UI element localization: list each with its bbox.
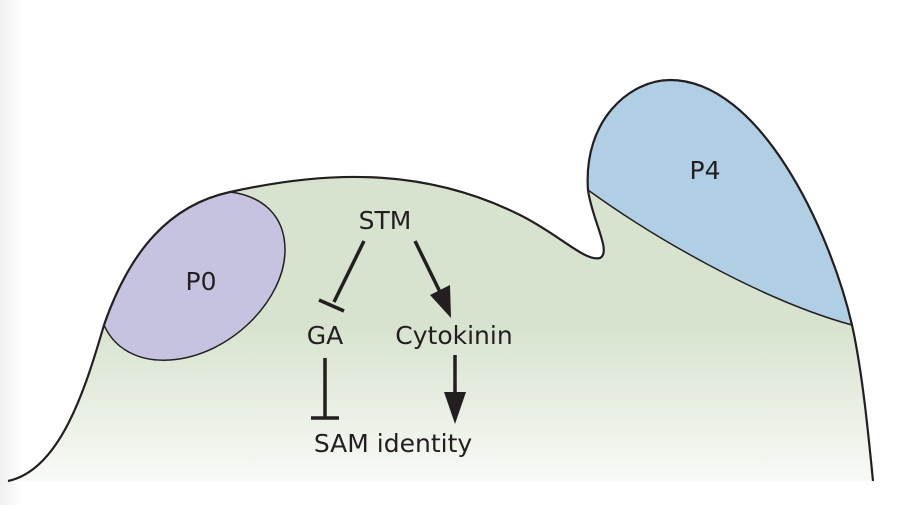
stm-label: STM — [359, 206, 412, 235]
p0-label: P0 — [186, 267, 217, 296]
edge-cytokinin-activates-sam-identity — [444, 355, 466, 424]
edge-stm-inhibits-ga — [318, 240, 366, 313]
page-edge-shadow — [0, 0, 22, 505]
arrowhead-icon — [430, 285, 451, 318]
p4-label: P4 — [690, 156, 721, 185]
ga-label: GA — [307, 321, 343, 350]
edge-ga-inhibits-sam-identity — [311, 358, 339, 420]
arrowhead-icon — [444, 392, 466, 424]
edge-stm-activates-cytokinin — [413, 240, 451, 318]
meristem-outline — [7, 78, 875, 483]
cytokinin-label: Cytokinin — [395, 321, 512, 350]
sam-identity-label: SAM identity — [314, 429, 473, 458]
